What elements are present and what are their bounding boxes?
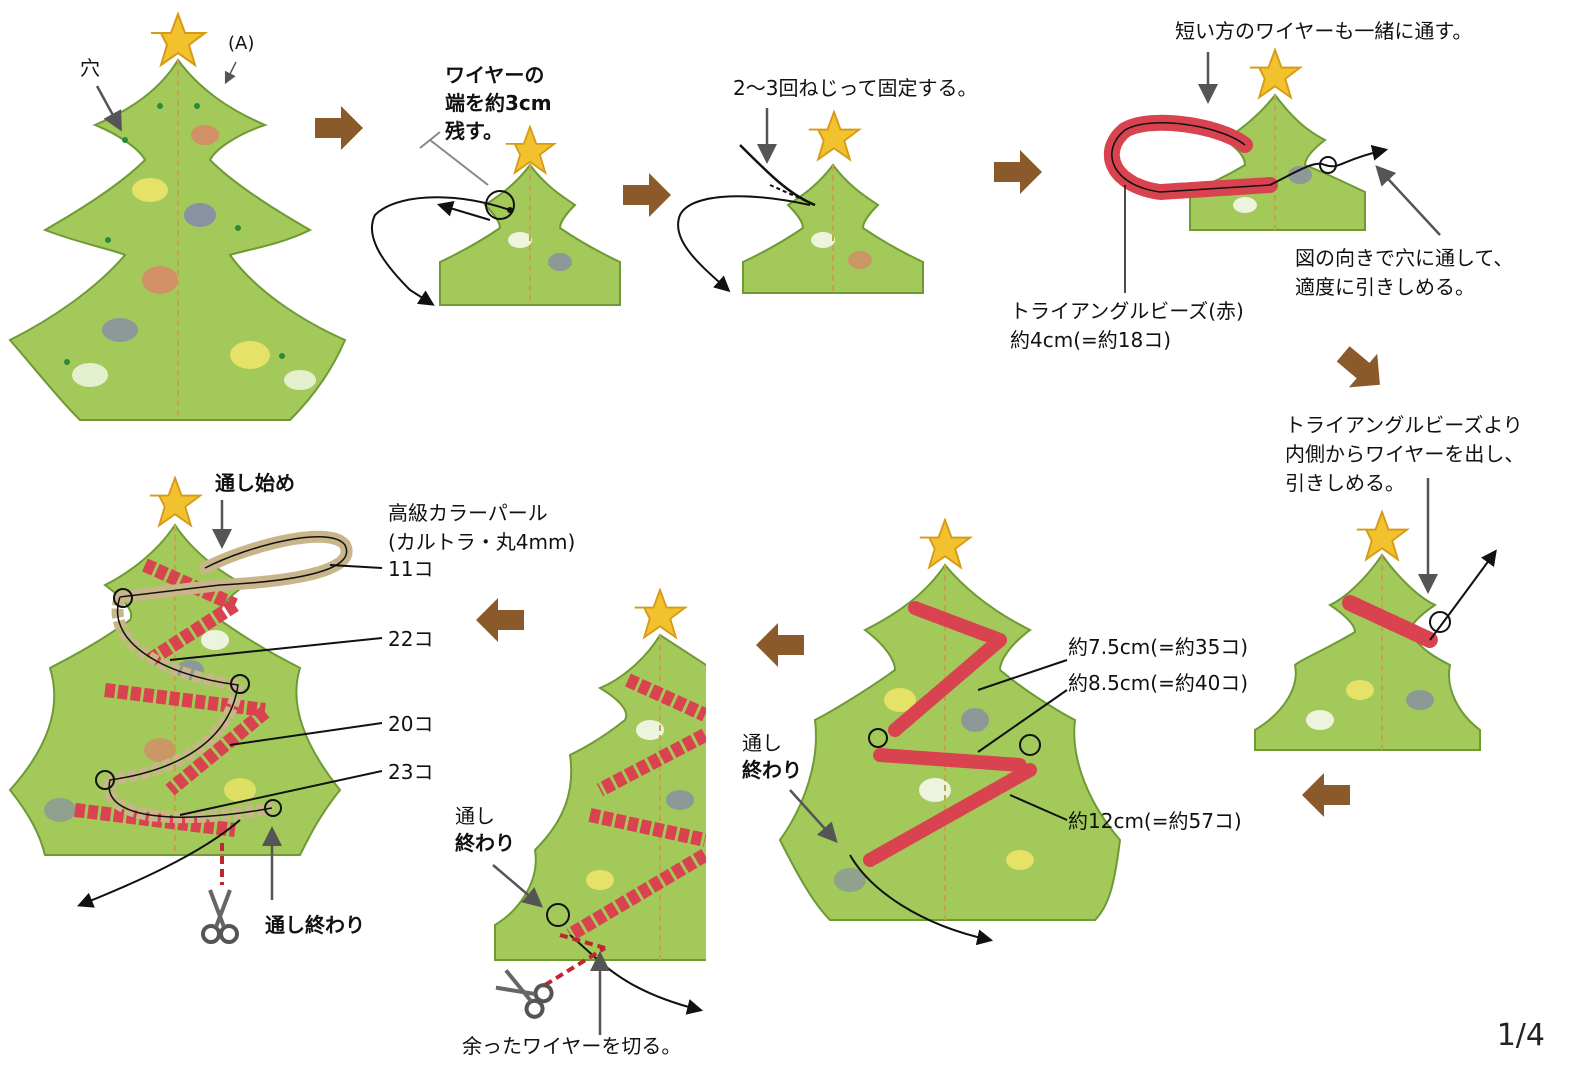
- page-number: 1/4: [1496, 1018, 1545, 1053]
- label-length-3: 約12cm(=約57コ): [1068, 809, 1242, 833]
- tree-step-3: [677, 108, 924, 294]
- label-start: 通し始め: [215, 471, 295, 495]
- tree-step-1: [8, 13, 347, 421]
- label-inside-1: トライアングルビーズより: [1285, 413, 1523, 437]
- label-leave-3cm-1: ワイヤーの: [445, 63, 545, 87]
- star-icon: [633, 588, 687, 639]
- tree-step-2: [370, 125, 621, 306]
- arrow-right-icon: [623, 173, 671, 217]
- label-count-23: 23コ: [388, 760, 434, 784]
- scissors-icon: [490, 962, 557, 1022]
- tree-step-6: [778, 518, 1122, 946]
- label-end-2b: 終わり: [455, 831, 515, 855]
- label-pearl-2: (カルトラ・丸4mm): [388, 530, 576, 554]
- label-direction-2: 適度に引きしめる。: [1295, 275, 1475, 299]
- star-icon: [918, 518, 972, 569]
- label-length-1: 約7.5cm(=約35コ): [1068, 635, 1249, 659]
- label-count-22: 22コ: [388, 627, 434, 651]
- label-short-wire: 短い方のワイヤーも一緒に通す。: [1175, 19, 1473, 43]
- label-count-11: 11コ: [388, 557, 434, 581]
- label-triangle-red-2: 約4cm(=約18コ): [1010, 328, 1172, 352]
- arrow-left-icon: [476, 598, 524, 642]
- label-inside-3: 引きしめる。: [1285, 471, 1405, 495]
- arrow-right-icon: [315, 106, 363, 150]
- arrow-left-icon: [756, 623, 804, 667]
- label-hole: 穴: [80, 56, 100, 80]
- star-icon: [150, 13, 206, 66]
- label-end-3: 通し終わり: [265, 913, 365, 937]
- arrow-down-icon: [1329, 337, 1395, 402]
- label-pearl-1: 高級カラーパール: [388, 501, 548, 525]
- tree-step-4: [1103, 48, 1441, 293]
- label-mark-a: (A): [228, 33, 255, 54]
- label-count-20: 20コ: [388, 712, 434, 736]
- label-triangle-red-1: トライアングルビーズ(赤): [1010, 299, 1244, 323]
- label-twist: 2〜3回ねじって固定する。: [733, 76, 978, 100]
- label-end-1a: 通し: [742, 731, 782, 755]
- label-cut-wire: 余ったワイヤーを切る。: [462, 1034, 682, 1058]
- tree-step-8: [8, 476, 383, 944]
- label-inside-2: 内側からワイヤーを出し、: [1285, 442, 1525, 466]
- star-icon: [148, 476, 202, 527]
- tree-step-7: [490, 588, 706, 1035]
- label-end-1b: 終わり: [742, 758, 802, 782]
- label-direction-1: 図の向きで穴に通して、: [1295, 246, 1514, 270]
- label-leave-3cm-3: 残す。: [445, 119, 503, 143]
- star-icon: [807, 110, 861, 161]
- label-end-2a: 通し: [455, 804, 495, 828]
- scissors-icon: [201, 888, 239, 944]
- tree-step-5: [1254, 478, 1497, 751]
- arrow-left-icon: [1302, 773, 1350, 817]
- star-icon: [1248, 48, 1302, 99]
- star-icon: [1355, 510, 1409, 561]
- arrow-right-icon: [994, 150, 1042, 194]
- label-leave-3cm-2: 端を約3cm: [445, 91, 552, 115]
- label-length-2: 約8.5cm(=約40コ): [1068, 671, 1249, 695]
